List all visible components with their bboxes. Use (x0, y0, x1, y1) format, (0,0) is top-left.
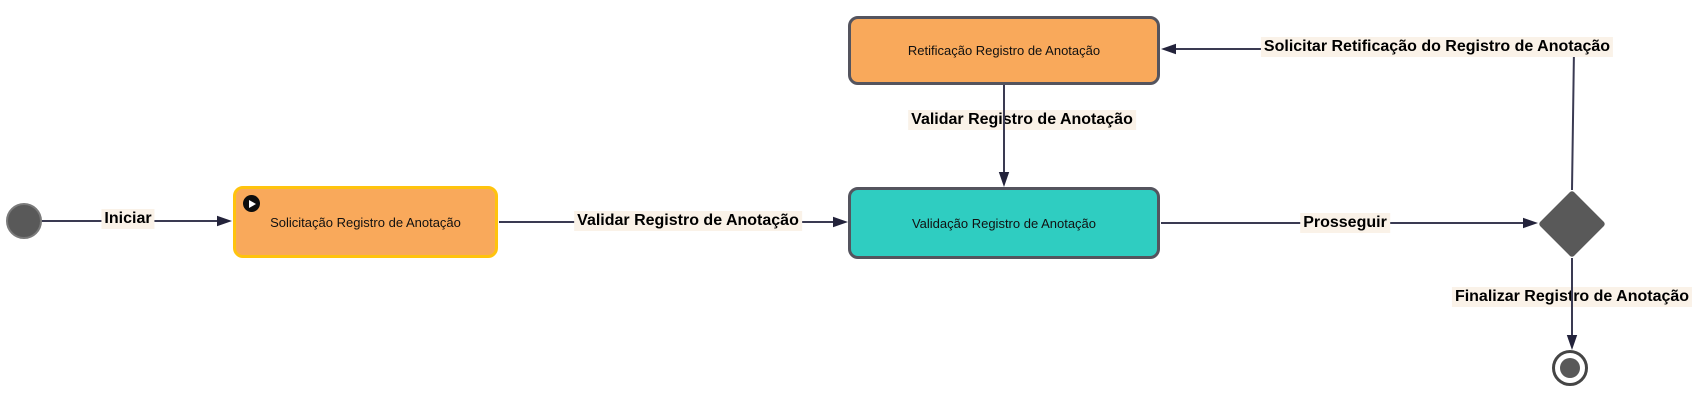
final-node[interactable] (1552, 350, 1588, 386)
edge-label-prosseguir: Prosseguir (1300, 213, 1390, 233)
arrowhead-left-icon (1161, 43, 1176, 55)
edge-validar-retificacao (998, 85, 1010, 187)
edge-label-validar: Validar Registro de Anotação (574, 211, 802, 231)
action-label: Validação Registro de Anotação (911, 215, 1097, 231)
arrowhead-right-icon (833, 216, 848, 228)
edge-label-validar-retificacao: Validar Registro de Anotação (908, 110, 1136, 130)
action-solicitacao[interactable]: Solicitação Registro de Anotação (233, 186, 498, 258)
edge-label-solicitar-retificacao: Solicitar Retificação do Registro de Ano… (1260, 37, 1614, 57)
play-icon (243, 195, 260, 212)
play-triangle-icon (249, 199, 256, 208)
action-retificacao[interactable]: Retificação Registro de Anotação (848, 16, 1160, 85)
edge-finalizar (1566, 258, 1578, 350)
arrowhead-down-icon (998, 172, 1010, 187)
action-label: Solicitação Registro de Anotação (270, 214, 461, 230)
final-node-dot (1560, 358, 1580, 378)
arrowhead-right-icon (1523, 217, 1538, 229)
arrowhead-right-icon (217, 215, 232, 227)
start-node[interactable] (6, 203, 42, 239)
action-label: Retificação Registro de Anotação (907, 43, 1101, 58)
arrowhead-down-icon (1566, 335, 1578, 350)
edge-label-iniciar: Iniciar (101, 209, 155, 229)
action-validacao[interactable]: Validação Registro de Anotação (848, 187, 1160, 259)
